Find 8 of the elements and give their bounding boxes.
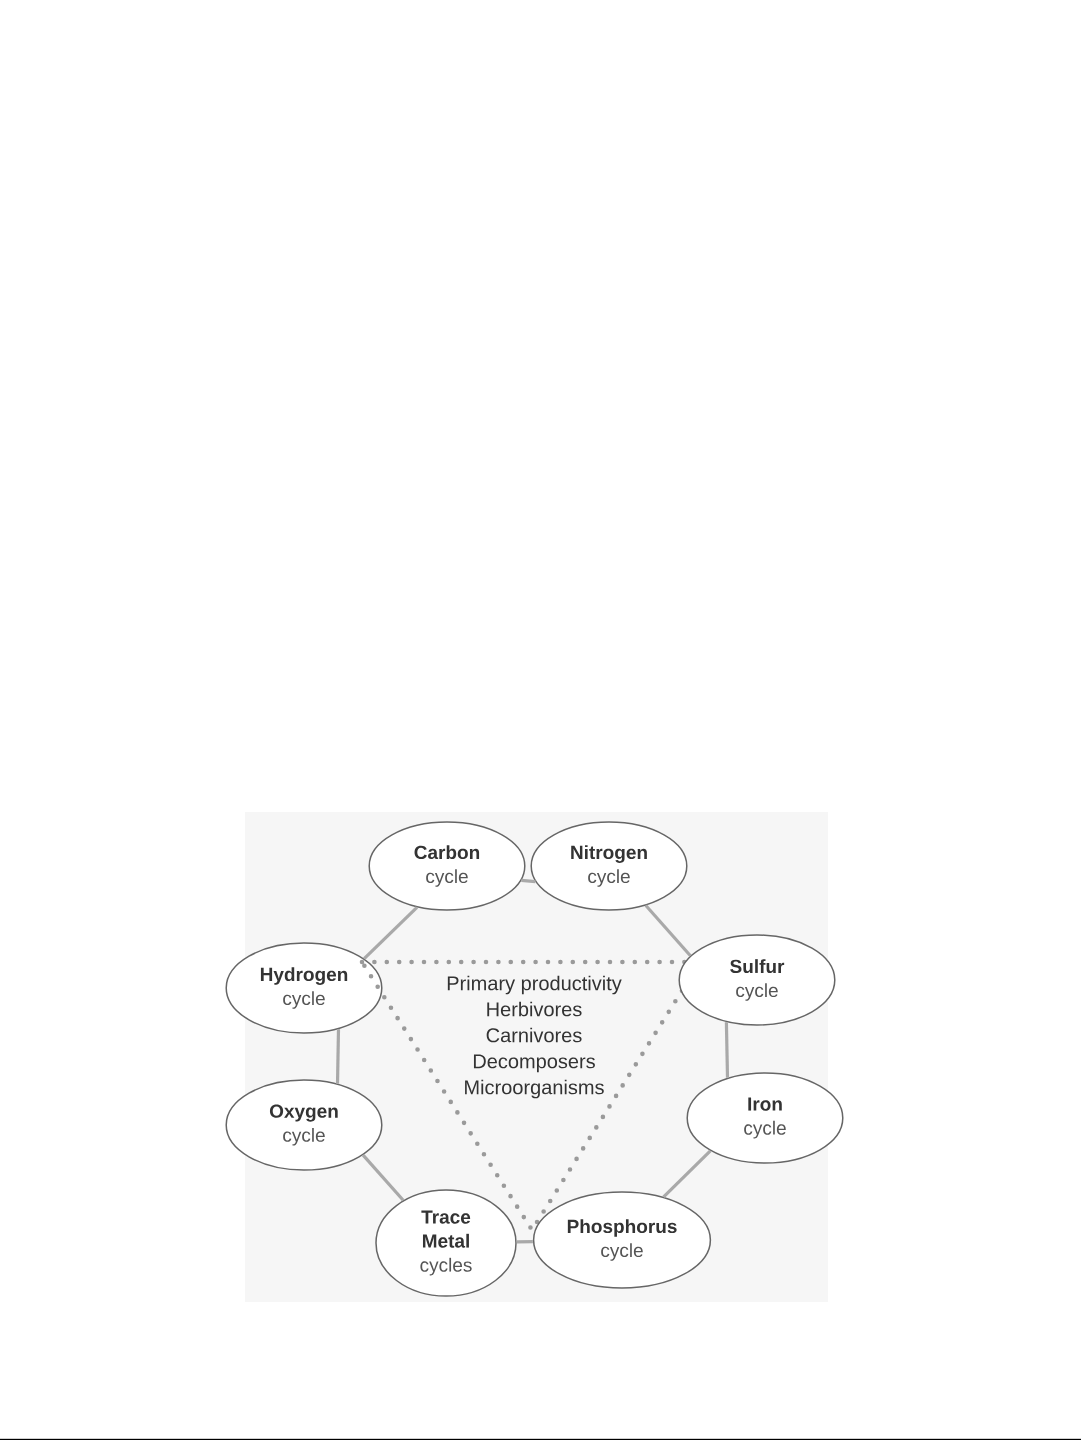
connector-line	[662, 1149, 712, 1199]
connector-line	[361, 1154, 405, 1202]
connector-line	[644, 904, 692, 957]
connector-line	[516, 1239, 533, 1244]
connector-line	[521, 878, 536, 884]
connector-line	[363, 906, 419, 960]
connector-line	[335, 1029, 341, 1084]
connector-line	[724, 1022, 730, 1078]
